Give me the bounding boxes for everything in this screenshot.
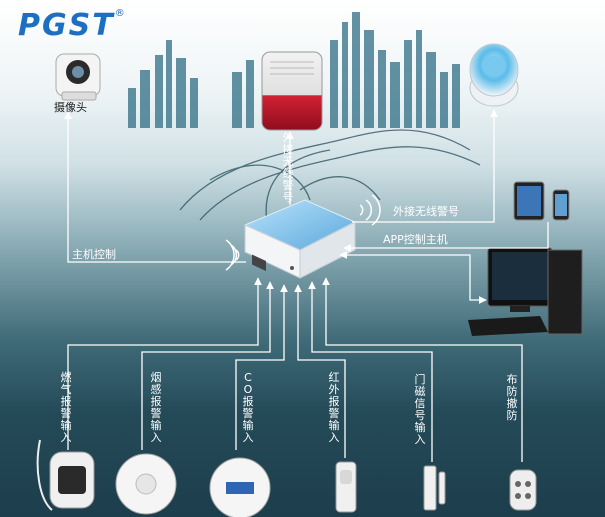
camera-icon <box>55 53 101 101</box>
brand-registered-mark: ® <box>114 8 127 19</box>
wifi-signal-left-icon <box>225 239 240 271</box>
pir-sensor-icon <box>335 461 357 513</box>
siren-label: 外接无线警号 <box>282 131 294 204</box>
co-detector-icon <box>209 457 271 517</box>
input-label-co: CO报警输入 <box>242 371 254 444</box>
siren-icon <box>261 51 323 131</box>
input-label-remote: 布防撤防 <box>506 373 518 422</box>
city-skyline <box>128 12 460 128</box>
tablet-phone-icon <box>513 181 570 221</box>
input-label-gas: 燃气报警输入 <box>60 371 72 444</box>
gas-detector-icon <box>36 439 95 511</box>
host-control-label: 主机控制 <box>72 248 116 261</box>
external-siren-label: 外接无线警号 <box>393 205 459 218</box>
brand-logo: PGST® <box>18 8 127 43</box>
input-label-pir: 红外报警输入 <box>328 371 340 444</box>
brand-logo-text: PGST <box>18 8 115 43</box>
wifi-signal-right-icon <box>359 194 381 226</box>
wireless-hub-icon <box>469 43 519 107</box>
camera-label: 摄像头 <box>54 101 87 114</box>
router-icon <box>243 199 357 279</box>
input-label-smoke: 烟感报警输入 <box>150 371 162 444</box>
computer-icon <box>468 247 583 336</box>
door-sensor-icon <box>423 465 446 511</box>
input-label-door: 门磁信号输入 <box>414 373 426 446</box>
connection-arrows <box>64 109 549 462</box>
remote-control-icon <box>509 469 537 511</box>
app-control-label: APP控制主机 <box>383 233 448 246</box>
smoke-detector-icon <box>115 453 177 515</box>
